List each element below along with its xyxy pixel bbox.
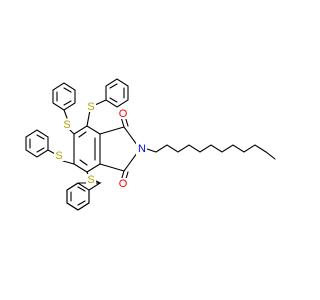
oxygen-atom-top: O — [119, 108, 128, 120]
sulfur-atom-1: S — [87, 101, 94, 113]
phenyl-ring-a — [105, 78, 129, 108]
phenyl-ring-b — [52, 82, 76, 111]
molecule-canvas: O O N S S S S — [25, 78, 276, 211]
imide-ring — [99, 126, 141, 172]
sulfur-atom-3: S — [55, 150, 62, 162]
oxygen-atom-bottom: O — [119, 178, 128, 190]
structure-drawing: O O N S S S S — [25, 78, 276, 211]
phenyl-ring-d — [66, 182, 102, 211]
dodecyl-chain — [146, 144, 276, 160]
sulfur-atom-2: S — [63, 119, 70, 131]
bonds — [25, 78, 276, 211]
sulfur-atom-4: S — [87, 174, 94, 186]
phenyl-ring-c — [25, 129, 49, 158]
central-benzene-ring — [73, 125, 101, 173]
nitrogen-atom: N — [138, 143, 146, 155]
carbonyl-bonds — [120, 115, 129, 183]
atom-labels: O O N S S S S — [54, 101, 147, 190]
sulfur-phenyl-bonds — [47, 99, 107, 184]
